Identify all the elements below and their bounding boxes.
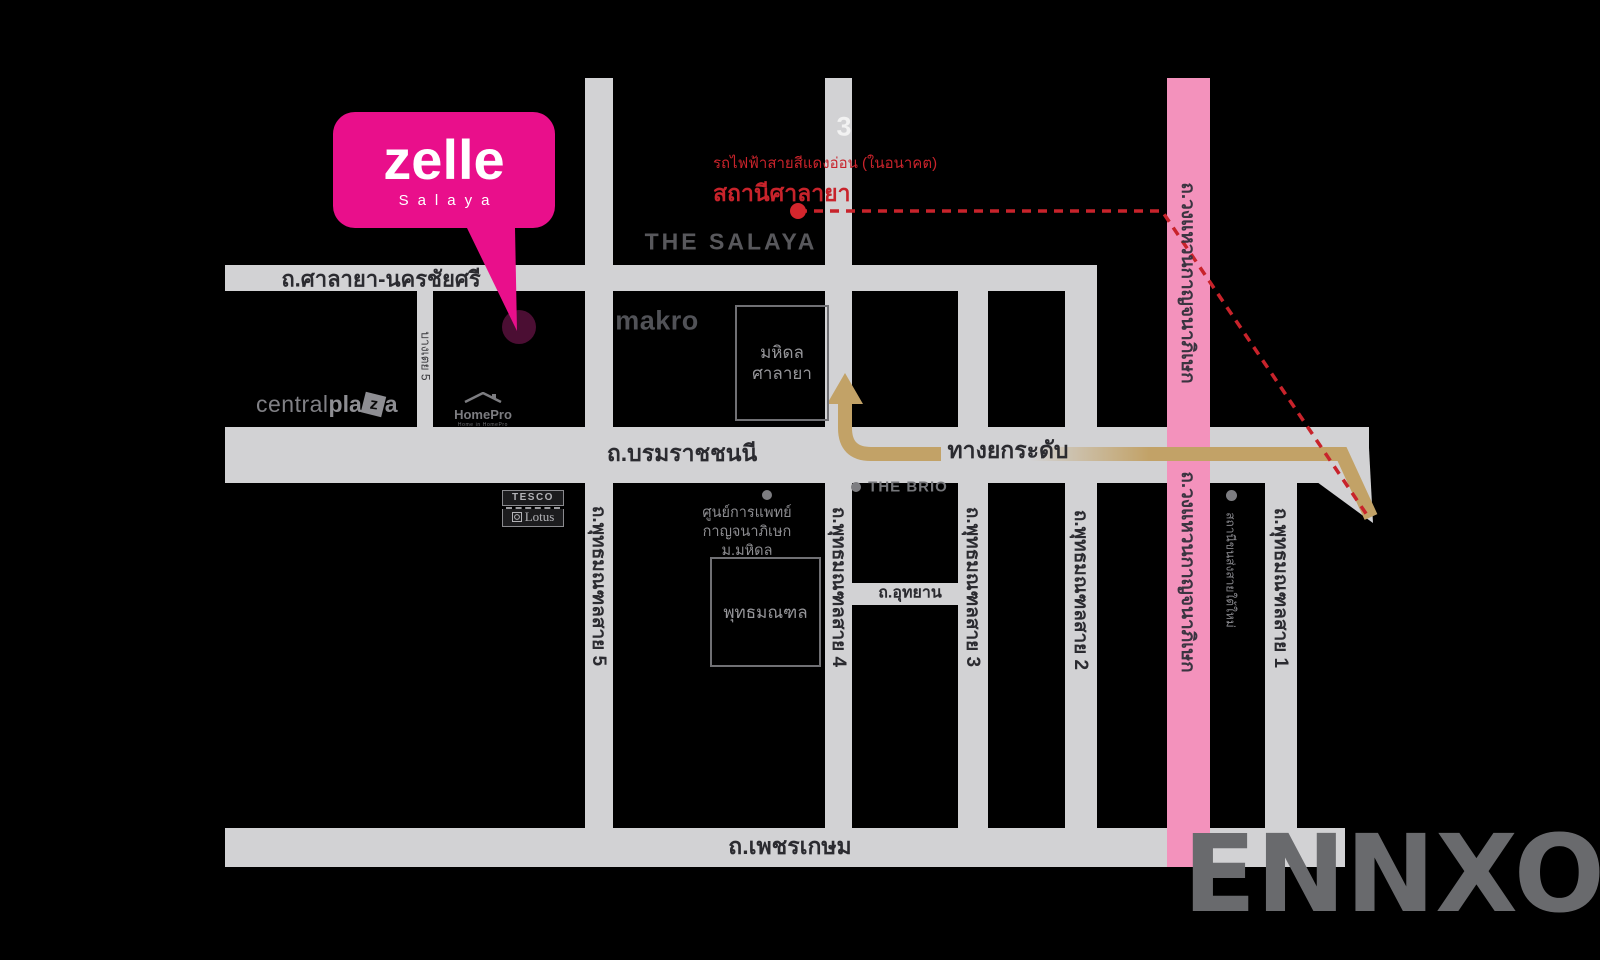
route-number-3: 3 [836, 111, 852, 142]
salaya-station-name: สถานีศาลายา [713, 180, 851, 206]
lotus-flower-icon [511, 512, 522, 522]
road-soi-bangtoei-5 [417, 291, 433, 427]
label-sai-1: ถ.พุทธมณฑลสาย 1 [1270, 507, 1291, 669]
plaza-text-1: pla [328, 390, 362, 417]
tesco-text: TESCO [502, 490, 564, 506]
tesco-dashes [506, 507, 560, 509]
label-sai-2: ถ.พุทธมณฑลสาย 2 [1070, 509, 1091, 671]
zelle-location-dot [502, 310, 536, 344]
medical-center-label: ศูนย์การแพทย์ กาญจนาภิเษก ม.มหิดล [700, 504, 794, 561]
label-sai-5: ถ.พุทธมณฑลสาย 5 [588, 505, 609, 667]
medical-line3: ม.มหิดล [721, 543, 773, 559]
central-z-icon: z [360, 391, 387, 417]
medical-line2: กาญจนาภิเษก [702, 524, 792, 540]
red-line-name: รถไฟฟ้าสายสีแดงอ่อน (ในอนาคต) [713, 155, 938, 172]
label-utthayan: ถ.อุทยาน [878, 584, 942, 602]
homepro-roof-icon [464, 391, 502, 404]
the-brio-label: THE BRIO [868, 478, 948, 496]
the-salaya-label: THE SALAYA [644, 228, 818, 255]
medical-center-dot-icon [762, 490, 772, 500]
road-phutthamonthon-sai-5 [585, 78, 613, 867]
label-elevated-road: ทางยกระดับ [947, 437, 1069, 463]
label-salaya-nakhonchaisi: ถ.ศาลายา-นครชัยศรี [281, 266, 481, 292]
mahidol-salaya-box: มหิดล ศาลายา [735, 305, 829, 421]
central-text: central [256, 390, 329, 417]
homepro-logo: HomePro Home in HomePro [449, 390, 517, 428]
lotus-row: Lotus [502, 509, 564, 527]
label-sai-3: ถ.พุทธมณฑลสาย 3 [962, 506, 983, 668]
zelle-callout: zelle Salaya [333, 112, 555, 228]
label-ring-road-upper: ถ.วงแหวนกาญจนาภิเษก [1177, 182, 1198, 384]
mahidol-line1: มหิดล [760, 343, 804, 362]
zelle-brand-wordmark: zelle [383, 127, 505, 191]
road-phetkasem [225, 828, 1345, 867]
label-sai-4: ถ.พุทธมณฑลสาย 4 [828, 506, 849, 668]
mahidol-line2: ศาลายา [752, 364, 812, 383]
road-utthayan [851, 583, 958, 605]
label-phetkasem: ถ.เพชรเกษม [728, 833, 852, 859]
label-ring-road-lower: ถ.วงแหวนกาญจนาภิเษก [1177, 471, 1198, 673]
homepro-tagline: Home in HomePro [457, 422, 509, 429]
label-soi-bangtoei-5: บางเตย 5 [418, 331, 433, 381]
buddhamonthon-box: พุทธมณฑล [710, 557, 821, 667]
ennxo-watermark: ENNXO [1183, 813, 1600, 937]
makro-logo: makro [615, 305, 699, 336]
brio-dot-icon [851, 482, 861, 492]
label-bus-terminal: สถานีขนส่งสายใต้ใหม่ [1223, 512, 1238, 628]
lotus-text: Lotus [524, 509, 555, 524]
label-borommaratchachonnani: ถ.บรมราชชนนี [606, 440, 758, 466]
medical-line1: ศูนย์การแพทย์ [702, 505, 792, 521]
central-z-letter: z [368, 394, 379, 413]
zelle-callout-subtitle: Salaya [398, 191, 499, 209]
plaza-text-2: a [384, 390, 398, 417]
tesco-lotus-logo: TESCO Lotus [502, 490, 564, 527]
homepro-name: HomePro [454, 407, 512, 422]
buddhamonthon-label: พุทธมณฑล [723, 602, 808, 622]
red-line-station-label: รถไฟฟ้าสายสีแดงอ่อน (ในอนาคต) สถานีศาลาย… [713, 151, 937, 212]
bus-terminal-dot-icon [1226, 490, 1237, 501]
